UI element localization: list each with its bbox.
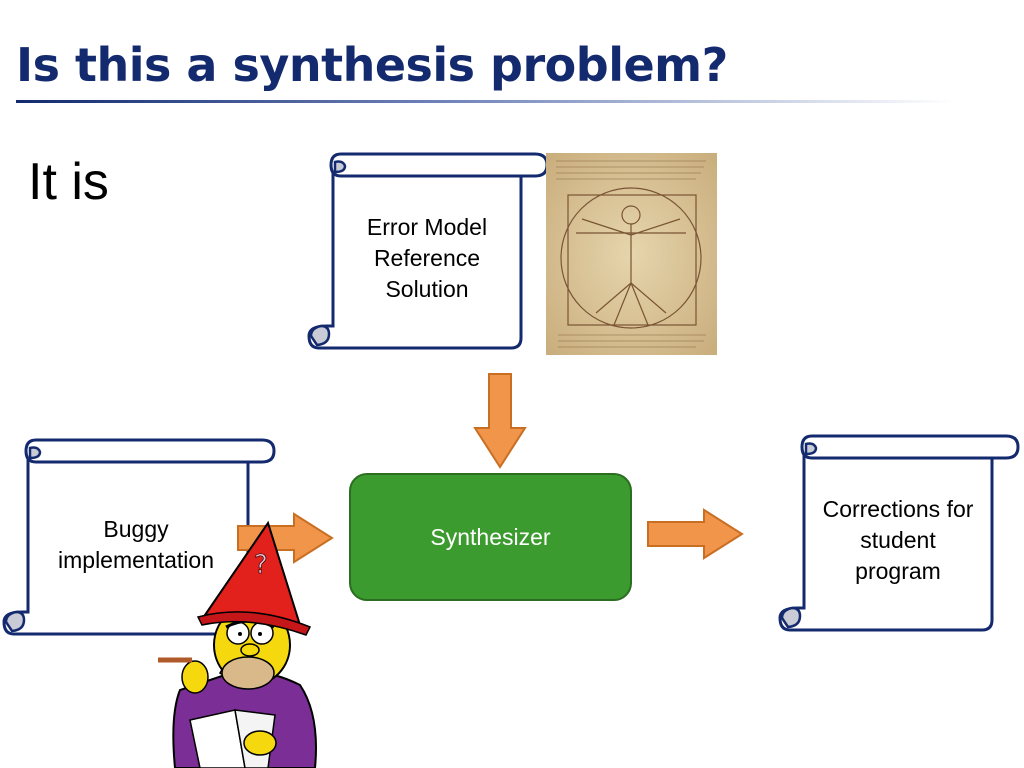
- scroll-shape: [778, 434, 1020, 632]
- scroll-text-error-model: Error Model Reference Solution: [333, 212, 521, 305]
- scroll-line: student: [860, 527, 936, 553]
- synthesizer-label: Synthesizer: [430, 523, 551, 550]
- scroll-line: Error Model: [366, 214, 488, 240]
- synthesizer-box: Synthesizer: [349, 473, 632, 601]
- scroll-line: Buggy: [103, 516, 169, 542]
- vitruvian-man-image: [546, 153, 717, 355]
- arrow-right-output: [647, 508, 744, 560]
- bullet-text: It is: [28, 153, 109, 211]
- scroll-text-corrections: Corrections for student program: [804, 494, 992, 587]
- scroll-corrections: Corrections for student program: [776, 432, 1022, 636]
- scroll-shape: [307, 152, 549, 350]
- scroll-line: program: [855, 558, 941, 584]
- scroll-line: Reference: [373, 245, 481, 271]
- svg-text:?: ?: [254, 550, 268, 580]
- scroll-text-buggy: Buggy implementation: [36, 514, 236, 576]
- slide-title: Is this a synthesis problem?: [16, 38, 728, 92]
- arrow-down: [473, 373, 527, 469]
- scroll-error-model: Error Model Reference Solution: [305, 150, 550, 355]
- scroll-line: Corrections for: [822, 496, 974, 522]
- scroll-line: Solution: [385, 276, 469, 302]
- title-rule: [16, 100, 956, 103]
- wizard-cartoon-image: ?: [158, 520, 317, 768]
- scroll-line: implementation: [58, 547, 214, 573]
